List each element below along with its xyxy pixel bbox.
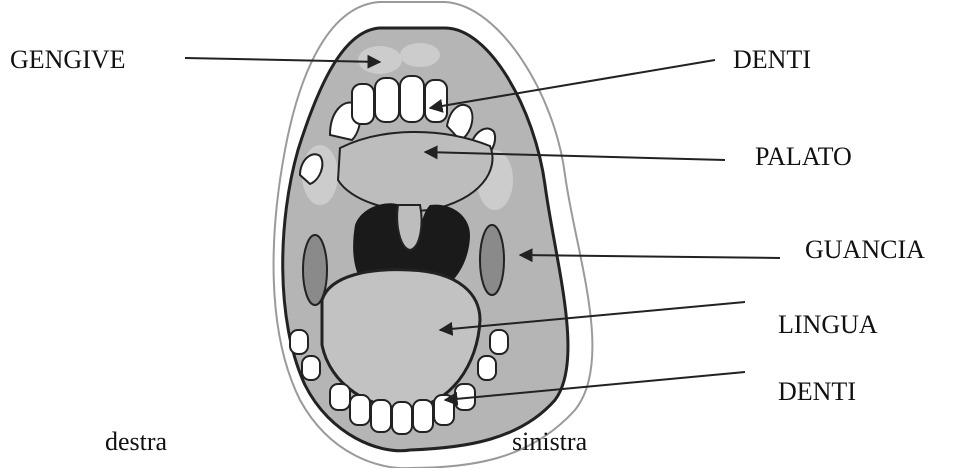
right-tonsil	[480, 225, 504, 295]
label-left-side: sinistra	[512, 427, 588, 456]
label-gums: GENGIVE	[10, 45, 126, 74]
label-tongue: LINGUA	[778, 310, 878, 339]
label-lower-teeth: DENTI	[778, 377, 856, 406]
label-palate: PALATO	[755, 142, 852, 171]
label-upper-teeth: DENTI	[733, 45, 811, 74]
label-cheek: GUANCIA	[805, 235, 925, 264]
label-right-side: destra	[105, 427, 168, 456]
